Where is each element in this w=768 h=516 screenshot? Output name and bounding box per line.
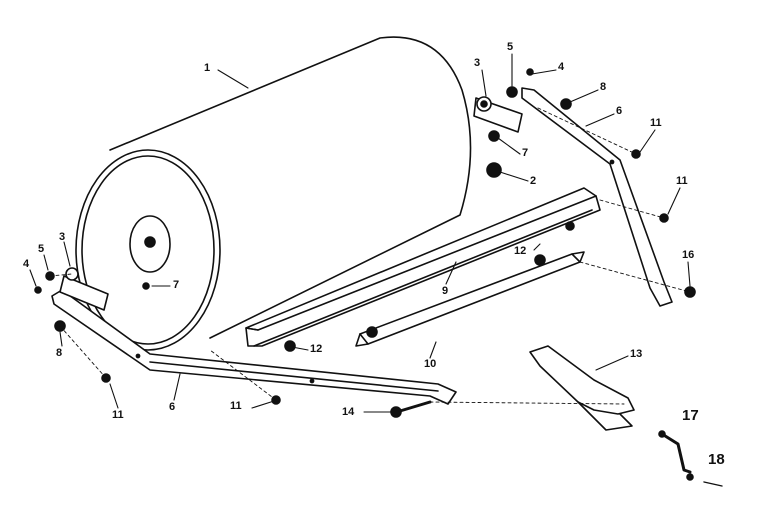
hardware [34, 68, 723, 487]
hitch-bracket [529, 345, 635, 431]
callout-6-left: 6 [169, 401, 176, 413]
leader-lines [29, 53, 691, 413]
callout-4-right: 4 [558, 61, 565, 73]
callout-7-left: 7 [173, 279, 180, 291]
callout-3-right: 3 [474, 57, 481, 69]
callout-8-right: 8 [600, 81, 607, 93]
callout-17: 17 [682, 407, 699, 424]
callout-1: 1 [204, 62, 211, 74]
callout-2: 2 [530, 175, 537, 187]
callout-11-right-upper: 11 [650, 117, 662, 129]
callout-9: 9 [442, 285, 449, 297]
reference-lines [49, 107, 691, 405]
left-side-bar [51, 289, 457, 405]
callout-6-right: 6 [616, 105, 623, 117]
callout-11-bottom: 11 [230, 400, 242, 412]
axle-end [144, 236, 156, 248]
callout-12-right: 12 [514, 245, 527, 257]
callout-12-left: 12 [310, 343, 323, 355]
callout-13: 13 [630, 348, 643, 360]
callout-14: 14 [342, 406, 355, 418]
left-bracket-block [59, 275, 109, 311]
lower-brace [355, 251, 585, 347]
callout-5-right: 5 [507, 41, 514, 53]
callout-7-right: 7 [522, 147, 529, 159]
callout-4-left: 4 [23, 258, 30, 270]
callout-11-right-lower: 11 [676, 175, 688, 187]
callout-11-left: 11 [112, 409, 124, 421]
right-side-bar [521, 87, 673, 307]
callout-18: 18 [708, 451, 725, 468]
roller-drum [75, 36, 472, 351]
callout-10: 10 [424, 358, 437, 370]
callout-8-left: 8 [56, 347, 63, 359]
angle-crossbar [245, 187, 601, 347]
callout-16: 16 [682, 249, 695, 261]
callout-5-left: 5 [38, 243, 45, 255]
callout-3-left: 3 [59, 231, 66, 243]
